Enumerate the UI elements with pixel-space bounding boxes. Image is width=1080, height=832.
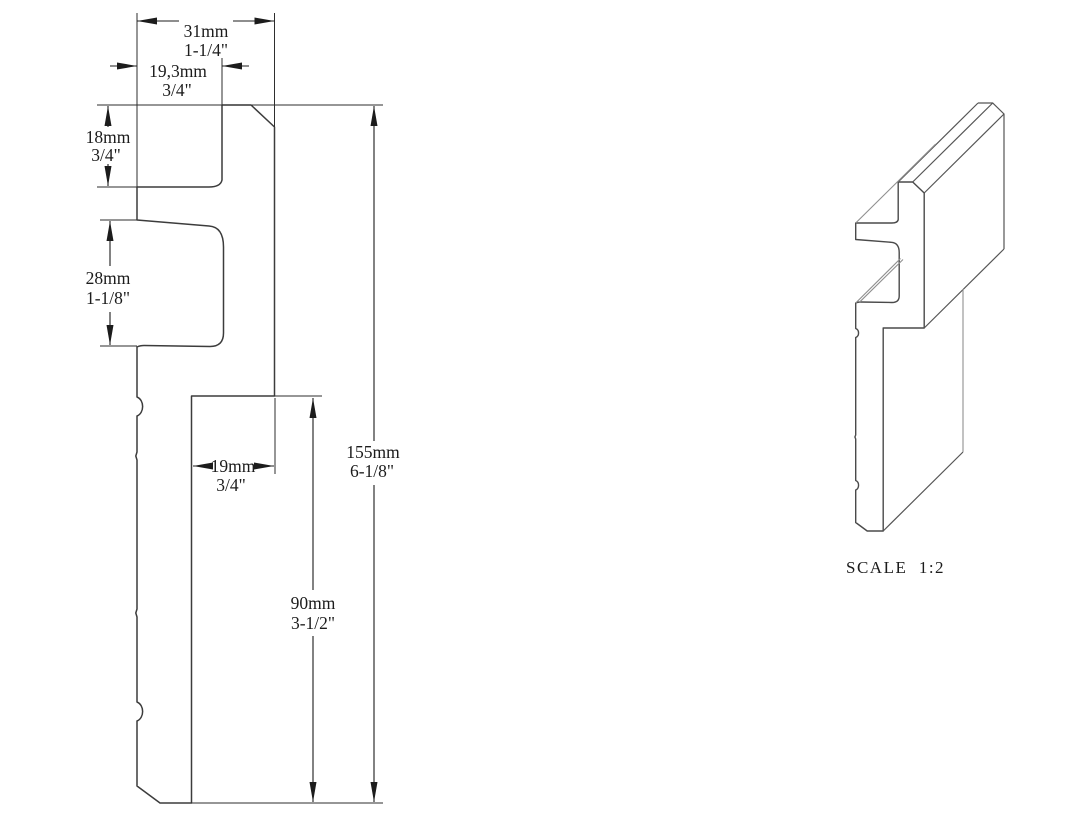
isometric-view: SCALE 1:2 bbox=[846, 102, 1005, 577]
dimension-groove-height: 28mm 1-1/8" bbox=[86, 221, 131, 345]
iso-edge-chamfer-top bbox=[912, 102, 994, 183]
iso-edge-top-back bbox=[897, 102, 979, 183]
dim-label-mm: 19,3mm bbox=[149, 61, 207, 81]
dim-label-mm: 18mm bbox=[86, 127, 131, 147]
front-section-view: 31mm 1-1/4" 19,3mm 3/4" 18mm 3/4" 28mm 1… bbox=[86, 13, 400, 804]
dim-label-mm: 90mm bbox=[291, 593, 336, 613]
dim-label-inch: 6-1/8" bbox=[350, 461, 394, 481]
iso-edge-groove-lip-b bbox=[859, 259, 904, 303]
dim-label-inch: 3/4" bbox=[91, 145, 121, 165]
dimension-total-height: 155mm 6-1/8" bbox=[346, 106, 400, 802]
iso-edge-rebate-lip bbox=[855, 143, 937, 224]
iso-edge-bottom-front bbox=[882, 451, 964, 532]
dim-label-inch: 3/4" bbox=[216, 475, 246, 495]
dimension-rebate-depth: 19,3mm 3/4" bbox=[110, 61, 249, 100]
iso-edge-chamfer-bot bbox=[923, 113, 1005, 194]
iso-far-face-outline bbox=[978, 102, 1005, 249]
extension-lines bbox=[97, 13, 383, 804]
iso-near-face-outline bbox=[854, 181, 925, 532]
iso-extrusion-edges bbox=[855, 102, 1005, 532]
scale-label: SCALE 1:2 bbox=[846, 558, 945, 577]
profile-outline bbox=[135, 104, 276, 804]
dim-label-mm: 31mm bbox=[184, 21, 229, 41]
iso-edge-step bbox=[923, 248, 1005, 329]
dimension-top-width: 31mm 1-1/4" bbox=[137, 17, 275, 60]
dimension-lower-height: 90mm 3-1/2" bbox=[291, 398, 336, 802]
dim-label-mm: 28mm bbox=[86, 268, 131, 288]
dim-label-inch: 3-1/2" bbox=[291, 613, 335, 633]
iso-edge-groove-lip-a bbox=[855, 258, 901, 304]
dim-label-mm: 155mm bbox=[346, 442, 400, 462]
dim-label-inch: 1-1/8" bbox=[86, 288, 130, 308]
dimension-rebate-height: 18mm 3/4" bbox=[86, 106, 131, 186]
dim-label-inch: 3/4" bbox=[162, 80, 192, 100]
dimension-step-depth: 19mm 3/4" bbox=[193, 456, 274, 495]
dim-label-mm: 19mm bbox=[211, 456, 256, 476]
dim-label-inch: 1-1/4" bbox=[184, 40, 228, 60]
